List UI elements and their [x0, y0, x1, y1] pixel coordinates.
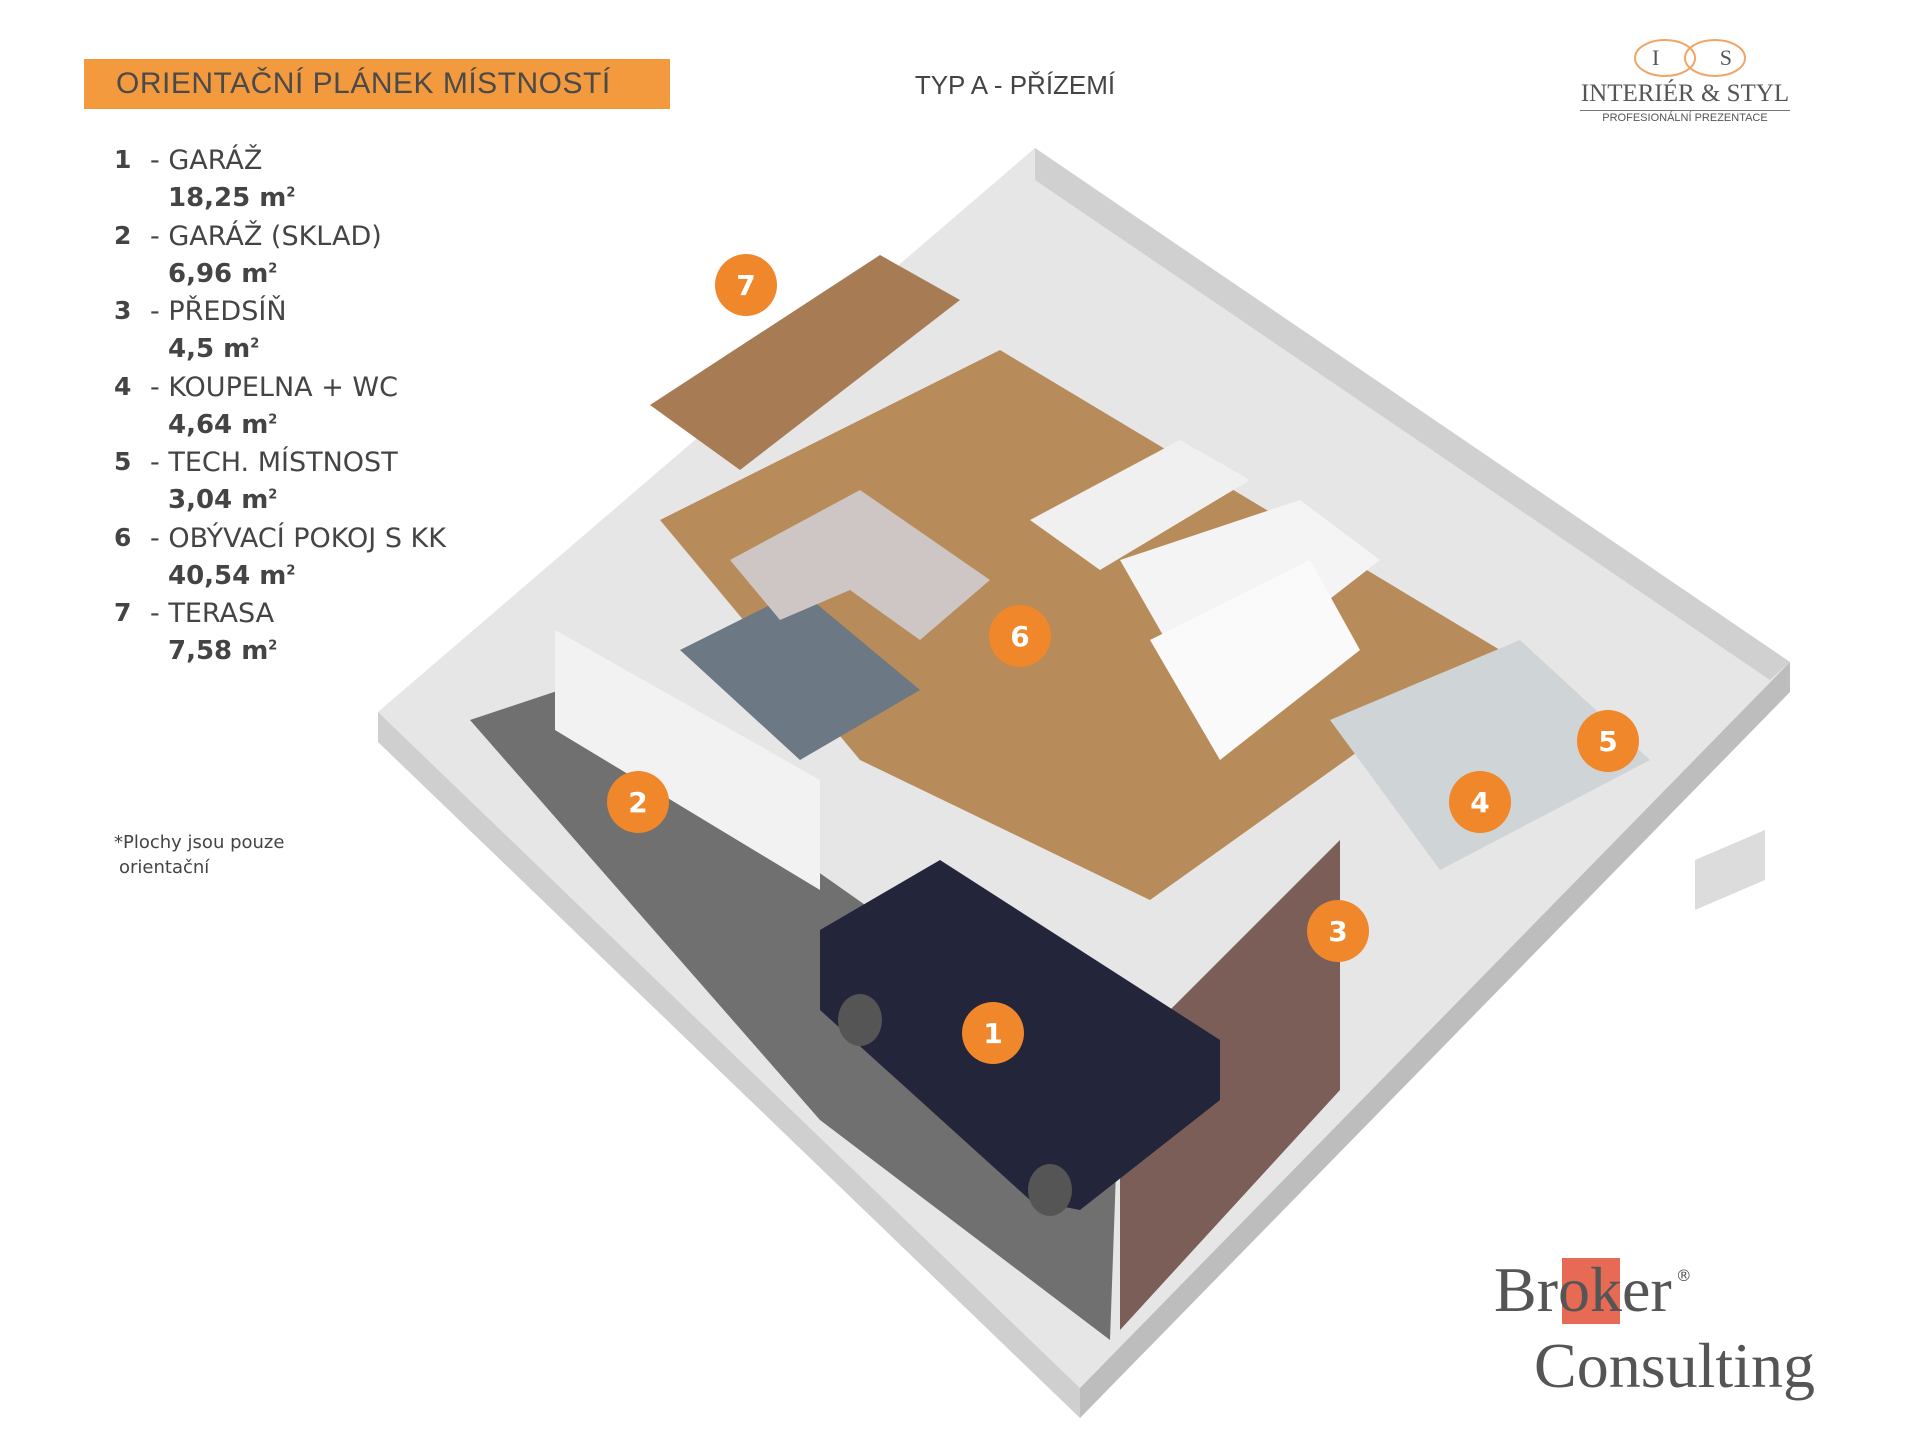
garage-floor — [470, 690, 1120, 1340]
wall-garage — [555, 630, 820, 890]
base-side-right — [1080, 662, 1790, 1418]
kitchen-unit — [1030, 440, 1250, 570]
logo-tagline: PROFESIONÁLNÍ PREZENTACE — [1602, 112, 1768, 124]
logo-word-broker: Broker — [1494, 1254, 1672, 1325]
page-title: ORIENTAČNÍ PLÁNEK MÍSTNOSTÍ — [116, 67, 611, 100]
bathroom-floor — [1330, 640, 1650, 870]
broker-consulting-logo: Broker ® Consulting — [1494, 1252, 1894, 1412]
stairs — [1150, 560, 1360, 760]
logo-divider — [1580, 110, 1790, 111]
room-marker-4[interactable]: 4 — [1449, 771, 1511, 833]
room-marker-3[interactable]: 3 — [1307, 900, 1369, 962]
room-marker-6[interactable]: 6 — [989, 605, 1051, 667]
car-wheel — [1028, 1164, 1072, 1216]
room-marker-5[interactable]: 5 — [1577, 710, 1639, 772]
logo-letter-s: S — [1719, 45, 1732, 70]
room-marker-1[interactable]: 1 — [962, 1002, 1024, 1064]
logo-red-square — [1562, 1258, 1620, 1324]
logo-word-consulting: Consulting — [1534, 1330, 1815, 1401]
garage-door — [1120, 840, 1340, 1330]
rug — [680, 590, 920, 760]
infinity-icon — [1634, 39, 1746, 77]
living-floor — [660, 350, 1500, 900]
plan-subtitle: TYP A - PŘÍZEMÍ — [914, 70, 1116, 100]
room-marker-2[interactable]: 2 — [607, 771, 669, 833]
registered-mark: ® — [1675, 1266, 1692, 1285]
terrace-deck — [650, 255, 960, 470]
ac-unit — [1695, 830, 1765, 910]
room-marker-7[interactable]: 7 — [715, 254, 777, 316]
interier-styl-logo: I S INTERIÉR & STYL PROFESIONÁLNÍ PREZEN… — [1580, 37, 1790, 127]
back-wall — [1035, 148, 1790, 680]
logo-name: INTERIÉR & STYL — [1580, 80, 1790, 107]
car-wheel — [838, 994, 882, 1046]
sofa — [730, 490, 990, 640]
logo-letter-i: I — [1652, 45, 1660, 70]
area-disclaimer: *Plochy jsou pouze orientační — [114, 832, 285, 878]
title-banner: ORIENTAČNÍ PLÁNEK MÍSTNOSTÍ — [84, 59, 670, 109]
base-side-left — [378, 712, 1080, 1418]
